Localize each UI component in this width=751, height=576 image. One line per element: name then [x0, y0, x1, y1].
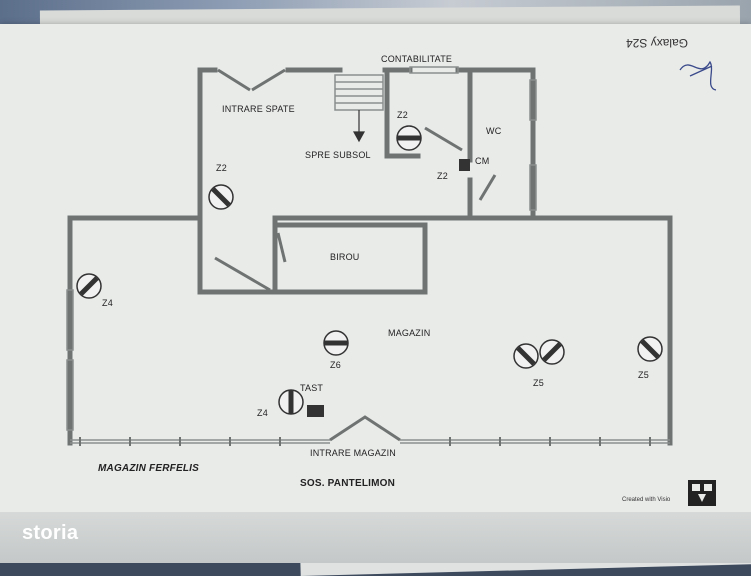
- window-wc-1: [529, 79, 537, 121]
- label-tast: TAST: [300, 383, 324, 393]
- window-wc-2: [529, 164, 537, 211]
- signature-scribble: [679, 60, 717, 91]
- label-z4-bottom: Z4: [257, 408, 268, 418]
- label-z2-hall: Z2: [216, 163, 227, 173]
- tast-keypad: [307, 405, 324, 417]
- visio-logo-icon: [688, 480, 716, 506]
- window-left-1: [66, 289, 74, 351]
- created-with-visio: Created with Visio: [622, 497, 671, 503]
- door-back-entrance: [217, 68, 286, 92]
- label-intrare-magazin: INTRARE MAGAZIN: [310, 448, 397, 458]
- cm-unit: [459, 159, 470, 171]
- label-contabilitate: CONTABILITATE: [381, 54, 453, 64]
- door-birou: [276, 232, 287, 263]
- label-z5-middle: Z5: [533, 378, 544, 388]
- label-wc: WC: [486, 126, 502, 136]
- label-magazin: MAGAZIN: [388, 328, 431, 338]
- label-z5-right: Z5: [638, 370, 649, 380]
- door-store-entrance: [329, 415, 401, 442]
- label-cm: CM: [475, 156, 490, 166]
- label-birou: BIROU: [330, 252, 360, 262]
- floor-plan: [66, 60, 717, 446]
- camera-watermark: Galaxy S24: [626, 36, 689, 50]
- label-intrare-spate: INTRARE SPATE: [222, 104, 295, 114]
- storia-logo[interactable]: storia: [22, 522, 79, 544]
- door-wc: [478, 174, 497, 201]
- plan-address: SOS. PANTELIMON: [300, 478, 396, 489]
- stairs: [334, 74, 384, 111]
- window-top: [409, 66, 459, 74]
- door-office: [424, 126, 463, 152]
- wall-birou: [272, 215, 428, 295]
- label-z2-office: Z2: [397, 110, 408, 120]
- door-hall: [214, 256, 271, 292]
- label-spre-subsol: SPRE SUBSOL: [305, 150, 371, 160]
- label-z2-door: Z2: [437, 171, 448, 181]
- window-left-2: [66, 359, 74, 431]
- plan-title: MAGAZIN FERFELIS: [98, 463, 199, 474]
- label-z4-left: Z4: [102, 298, 113, 308]
- wall-office: [384, 69, 421, 159]
- label-z6: Z6: [330, 360, 341, 370]
- paper-edge-lower: [0, 512, 751, 563]
